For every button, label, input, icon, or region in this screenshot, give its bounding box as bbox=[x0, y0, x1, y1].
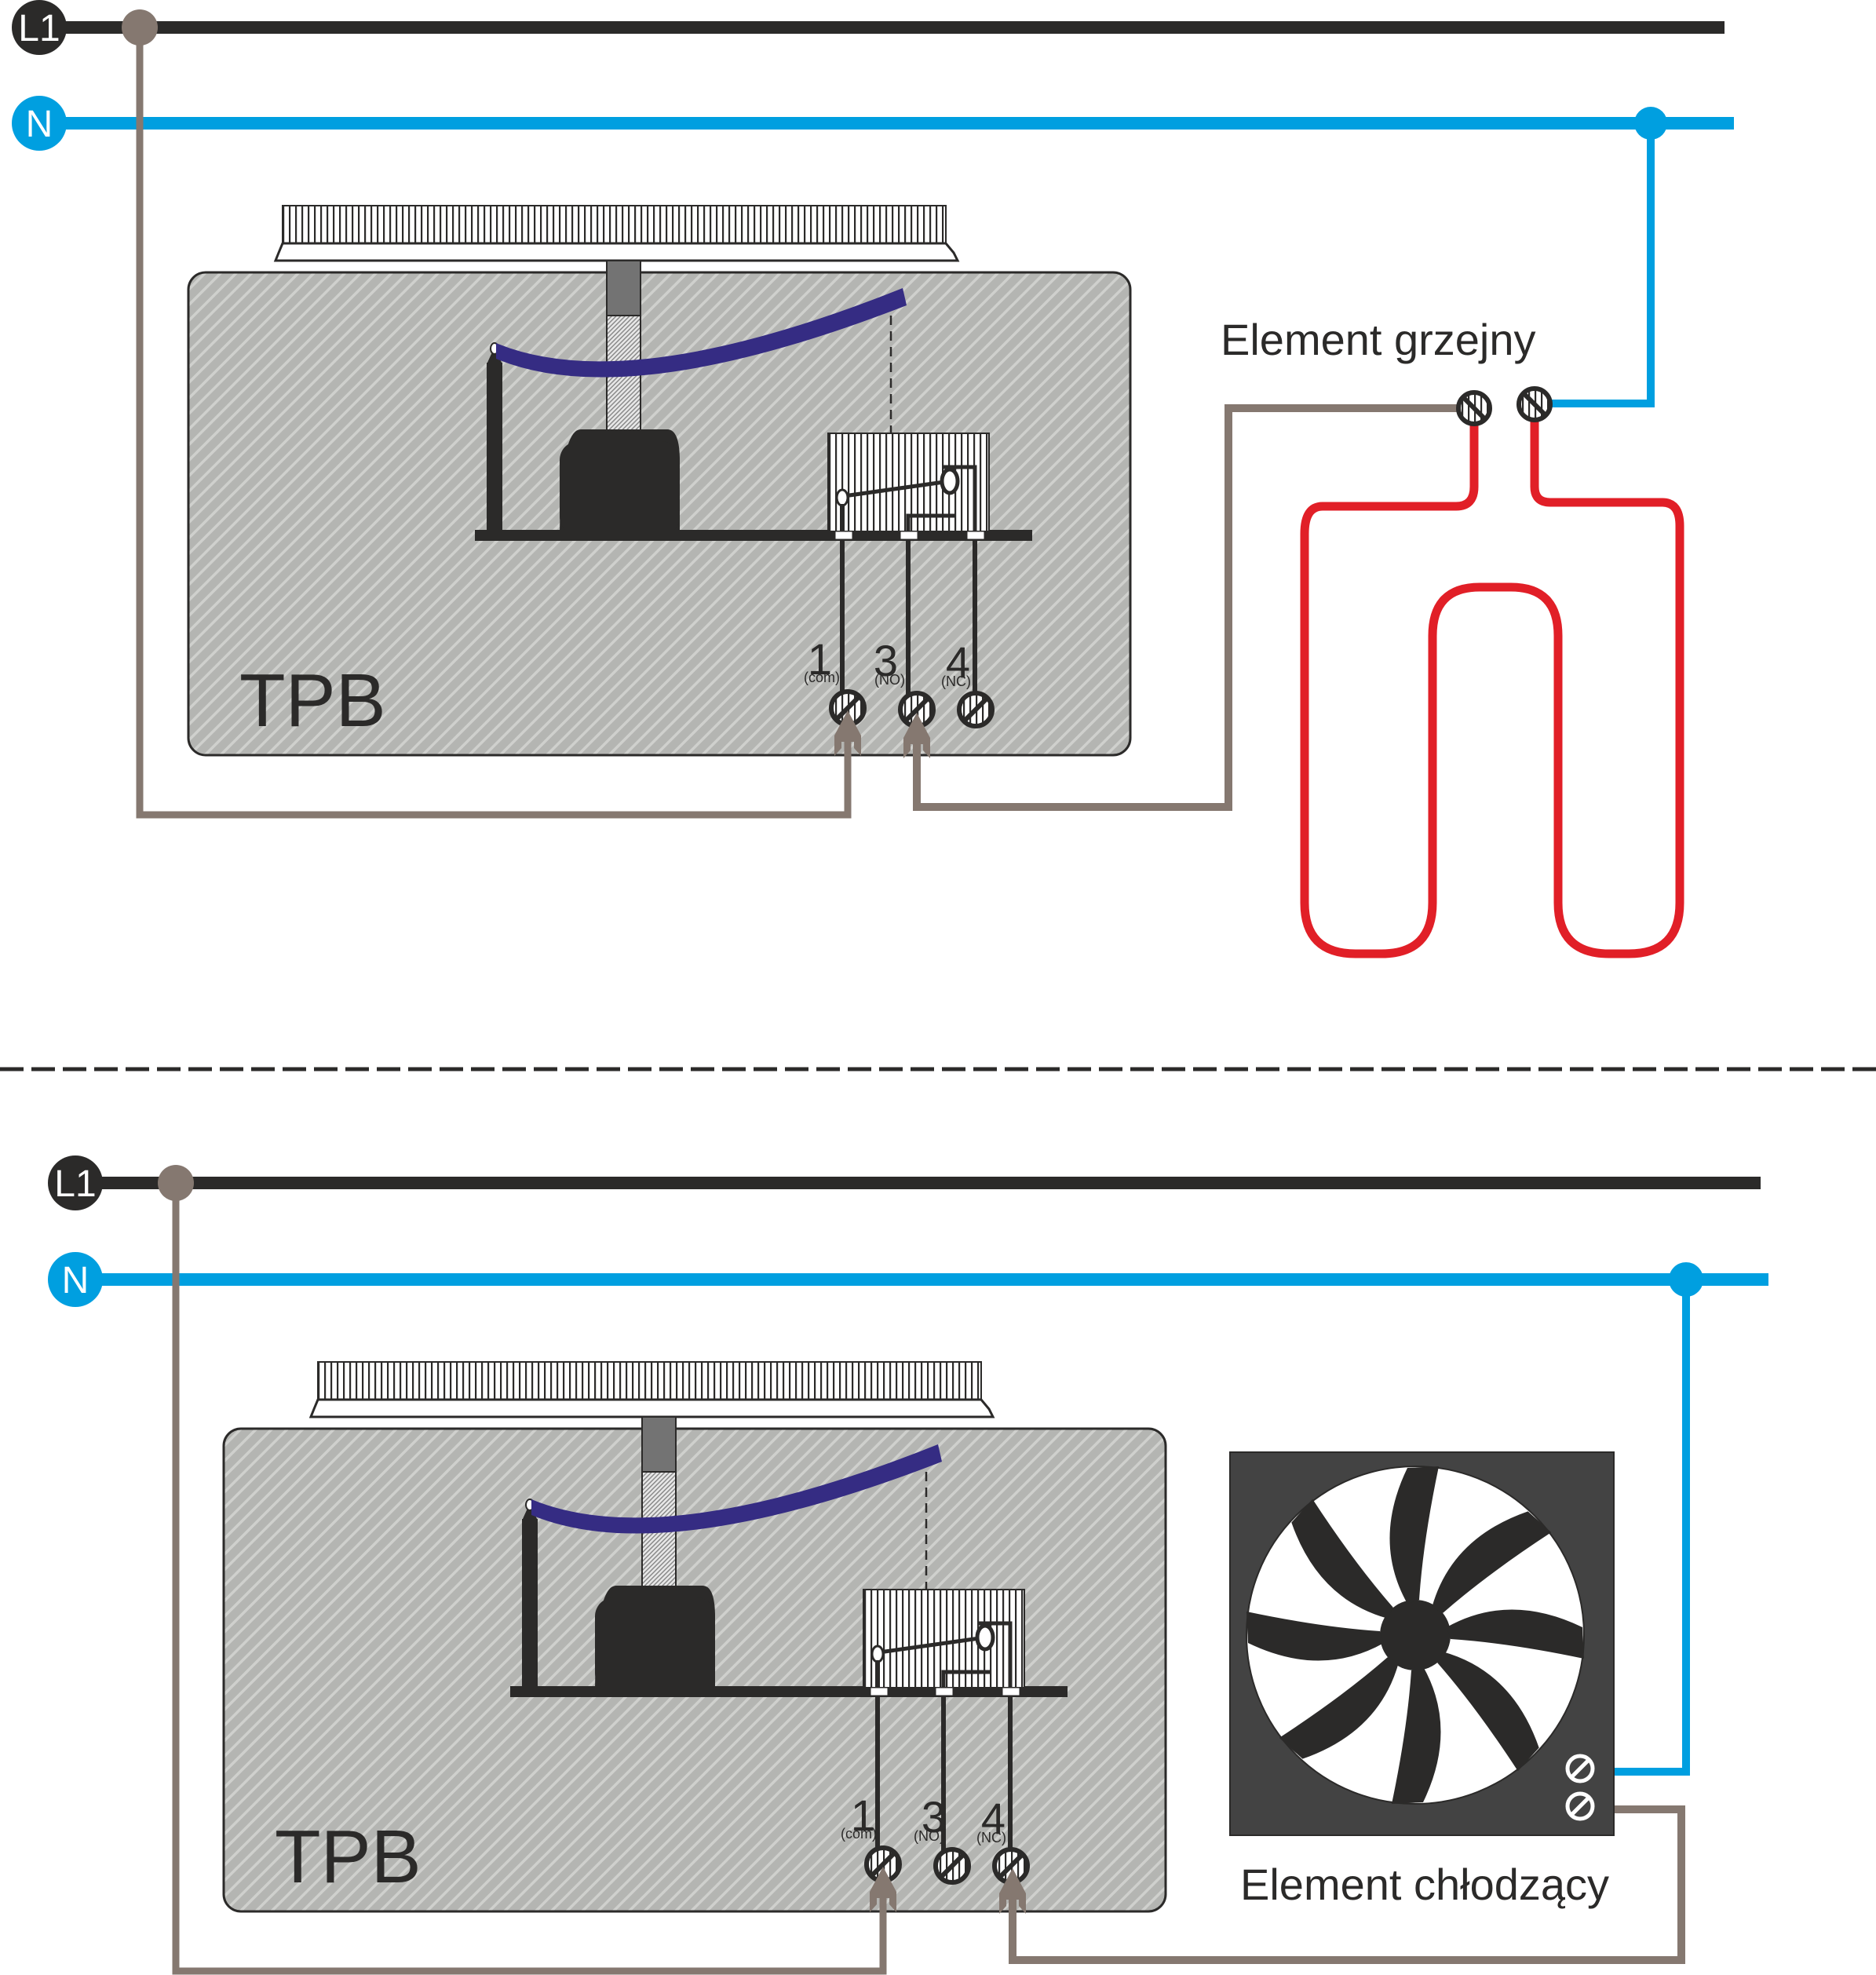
device-label: TPB bbox=[239, 659, 386, 743]
wire-nc-to-fan bbox=[1009, 1805, 1685, 1964]
terminal-function: (com) bbox=[841, 1826, 877, 1842]
heating-element: Element grzejny bbox=[1221, 315, 1684, 958]
wire-n-to-fan bbox=[1614, 1280, 1690, 1776]
terminal-number: 4 bbox=[981, 1794, 1006, 1843]
terminal-4: 4 (NC) bbox=[941, 637, 993, 727]
cooling-fan: Element chłodzący bbox=[1229, 1451, 1615, 1909]
heater-terminal-icon bbox=[1457, 391, 1491, 425]
screw-terminal-icon bbox=[958, 692, 993, 727]
terminal-number: 1 bbox=[808, 634, 832, 684]
terminal-function: (NO) bbox=[914, 1828, 944, 1844]
screw-terminal-icon bbox=[935, 1849, 969, 1883]
heater-terminal-icon bbox=[1517, 387, 1552, 422]
wire-l1-to-com bbox=[172, 1183, 887, 1975]
l1-label: L1 bbox=[54, 1163, 96, 1205]
n-label: N bbox=[62, 1260, 89, 1301]
terminal-function: (NO) bbox=[874, 672, 905, 688]
l1-bus-badge: L1 bbox=[48, 1155, 103, 1210]
n-label: N bbox=[26, 104, 53, 145]
l1-junction bbox=[122, 9, 158, 46]
terminal-number: 1 bbox=[851, 1791, 875, 1840]
terminal-4: 4 (NC) bbox=[976, 1794, 1028, 1883]
wire-n-to-heater bbox=[1542, 123, 1655, 407]
tpb-thermostat: TPB 1 (com) 3 (NO) 4 (NC) bbox=[188, 206, 1130, 755]
load-label: Element grzejny bbox=[1221, 315, 1536, 364]
terminal-number: 3 bbox=[874, 636, 898, 685]
terminal-number: 3 bbox=[922, 1792, 946, 1842]
heater-coil bbox=[1300, 420, 1684, 958]
terminal-1: 1 (com) bbox=[841, 1791, 900, 1882]
terminal-number: 4 bbox=[946, 637, 970, 687]
load-label: Element chłodzący bbox=[1240, 1860, 1609, 1909]
l1-bus-badge: L1 bbox=[12, 0, 67, 55]
terminal-function: (NC) bbox=[976, 1830, 1006, 1845]
cooling-diagram: L1 N TPB 1 (com) 3 (NO) 4 (NC) bbox=[48, 1155, 1768, 1975]
wire-no-to-heater bbox=[913, 404, 1460, 811]
heating-diagram: L1 N TPB 1 (com) 3 (NO) 4 (NC) bbox=[12, 0, 1734, 958]
wire-l1-to-com bbox=[136, 27, 852, 819]
l1-label: L1 bbox=[18, 8, 60, 49]
terminal-1: 1 (com) bbox=[804, 634, 865, 725]
tpb-thermostat: TPB 1 (com) 3 (NO) 4 (NC) bbox=[224, 1362, 1166, 1911]
fan-blades-icon bbox=[1246, 1466, 1584, 1804]
terminal-function: (com) bbox=[804, 670, 840, 685]
n-bus-badge: N bbox=[12, 96, 67, 151]
n-bus-badge: N bbox=[48, 1252, 103, 1307]
terminal-3: 3 (NO) bbox=[914, 1792, 969, 1883]
device-label: TPB bbox=[275, 1815, 422, 1899]
terminal-function: (NC) bbox=[941, 674, 971, 689]
terminal-3: 3 (NO) bbox=[874, 636, 934, 727]
l1-junction bbox=[158, 1165, 194, 1201]
